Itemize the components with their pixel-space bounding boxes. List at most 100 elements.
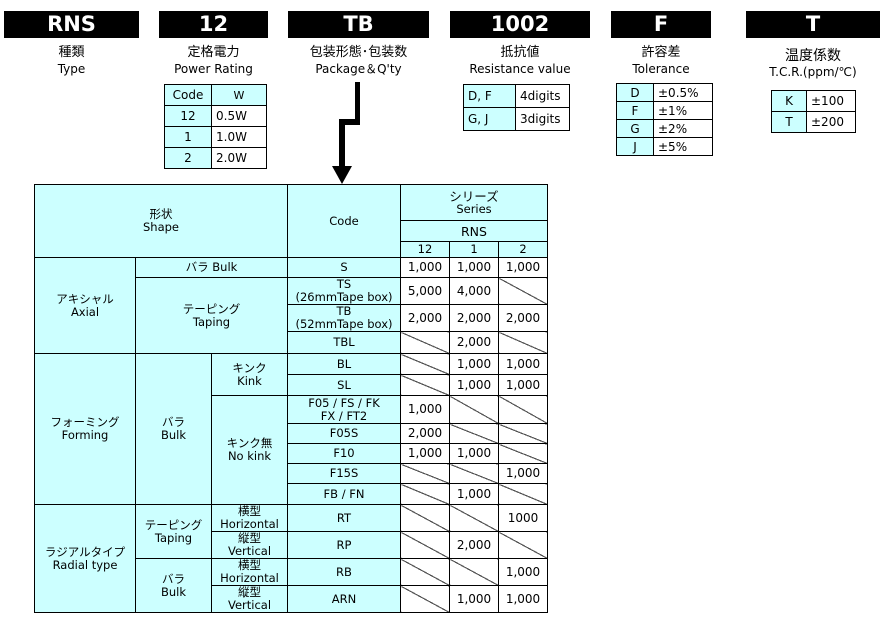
power-value-cell: 1.0W [211,126,267,148]
value-cell: 1,000 [449,585,499,613]
bulk-en: Bulk [160,428,187,442]
radial-en: Radial type [52,557,118,572]
value-cell: 2,000 [400,304,450,332]
row-code: RB [287,558,401,586]
row-code: F05 / FS / FK FX / FT2 [287,395,401,424]
not-available-cell [498,423,548,444]
tolerance-label: 許容差 Tolerance [611,45,711,77]
tcr-code-box: T [746,11,880,38]
axial-jp: アキシャル [56,291,114,306]
package-code-box: TB [288,11,429,38]
row-code: TB (52mmTape box) [287,304,401,332]
forming-en: Forming [61,428,109,442]
resistance-code-cell: G, J [463,107,516,131]
bulk-jp: バラ [162,571,185,586]
tolerance-value-cell: ±5% [653,137,713,156]
not-available-cell [449,558,499,586]
axial-bulk: バラ Bulk [135,257,288,278]
row-code: BL [287,353,401,375]
not-available-cell [449,504,499,532]
nokink-group: キンク無 No kink [211,395,288,505]
not-available-cell [498,277,548,305]
resistance-table: D, F 4digits G, J 3digits [463,84,570,131]
not-available-cell [498,395,548,424]
tolerance-label-jp: 許容差 [641,45,681,60]
not-available-cell [400,463,450,484]
taping-jp: テーピング [182,301,241,316]
value-cell: 1,000 [498,558,548,586]
row-code-line: TS [336,277,352,291]
power-value-cell: 0.5W [211,105,267,127]
not-available-cell [498,331,548,354]
value-cell: 1,000 [449,353,499,375]
axial-group: アキシャル Axial [34,257,136,354]
power-label: 定格電力 Power Rating [159,45,268,77]
axial-en: Axial [70,304,100,319]
row-code: F15S [287,463,401,484]
tcr-label-en: T.C.R.(ppm/℃) [769,65,857,79]
value-cell: 2,000 [449,531,499,559]
resistance-value-cell: 3digits [515,107,570,131]
value-cell: 2,000 [498,304,548,332]
row-code: SL [287,374,401,396]
resistance-label-jp: 抵抗値 [500,45,540,60]
taping-jp: テーピング [144,517,203,532]
taping-en: Taping [192,314,231,329]
row-code-line: TB [336,304,352,318]
power-label-jp: 定格電力 [187,45,240,60]
tcr-table: K ±100 T ±200 [771,90,856,133]
taping-en: Taping [154,530,193,545]
value-cell: 1,000 [400,443,450,464]
row-code: TBL [287,331,401,354]
shape-header-jp: 形状 [149,207,173,221]
row-code: S [287,257,401,278]
resistance-label: 抵抗値 Resistance value [450,45,590,77]
series-header: シリーズ Series [400,184,548,221]
value-cell: 4,000 [449,277,499,305]
vertical-label: 縦型 Vertical [211,585,288,613]
radial-taping: テーピング Taping [135,504,212,559]
radial-bulk: バラ Bulk [135,558,212,613]
horizontal-jp: 横型 [238,558,261,572]
tolerance-table: D ±0.5% F ±1% G ±2% J ±5% [616,83,713,156]
vertical-en: Vertical [227,598,272,612]
tolerance-value-cell: ±0.5% [653,83,713,102]
resistance-code-box: 1002 [450,11,590,38]
tolerance-value-cell: ±2% [653,119,713,138]
nokink-jp: キンク無 [226,436,273,450]
value-cell: 2,000 [400,423,450,444]
not-available-cell [400,585,450,613]
row-code: F10 [287,443,401,464]
packaging-table: 形状 Shape Code シリーズ Series RNS 12 1 2 アキシ… [34,184,548,613]
power-code-box: 12 [159,11,268,38]
power-value-cell: 2.0W [211,147,267,169]
power-header-w: W [211,84,267,106]
value-cell: 1,000 [449,483,499,505]
value-cell: 1,000 [400,395,450,424]
tcr-label-jp: 温度係数 [785,48,841,64]
value-cell: 1,000 [449,374,499,396]
forming-jp: フォーミング [50,415,120,429]
type-label: 種類 Type [4,45,139,77]
power-code-cell: 2 [164,147,212,169]
tolerance-code-cell: G [616,119,654,138]
radial-jp: ラジアルタイプ [44,544,126,559]
package-label-jp: 包装形態･包装数 [309,45,408,60]
not-available-cell [400,483,450,505]
bulk-jp: バラ [162,415,185,429]
value-cell: 1,000 [498,585,548,613]
row-code-line: F05 / FS / FK [308,395,380,410]
type-label-jp: 種類 [58,45,85,60]
radial-group: ラジアルタイプ Radial type [34,504,136,613]
code-header: Code [287,184,401,258]
value-cell: 1,000 [449,443,499,464]
shape-header: 形状 Shape [34,184,288,258]
kink-group: キンク Kink [211,353,288,396]
value-cell: 1,000 [498,374,548,396]
horizontal-en: Horizontal [220,517,279,531]
tcr-value-cell: ±100 [806,90,856,112]
not-available-cell [449,463,499,484]
forming-bulk: バラ Bulk [135,353,212,505]
tcr-value-cell: ±200 [806,111,856,133]
row-code: ARN [287,585,401,613]
